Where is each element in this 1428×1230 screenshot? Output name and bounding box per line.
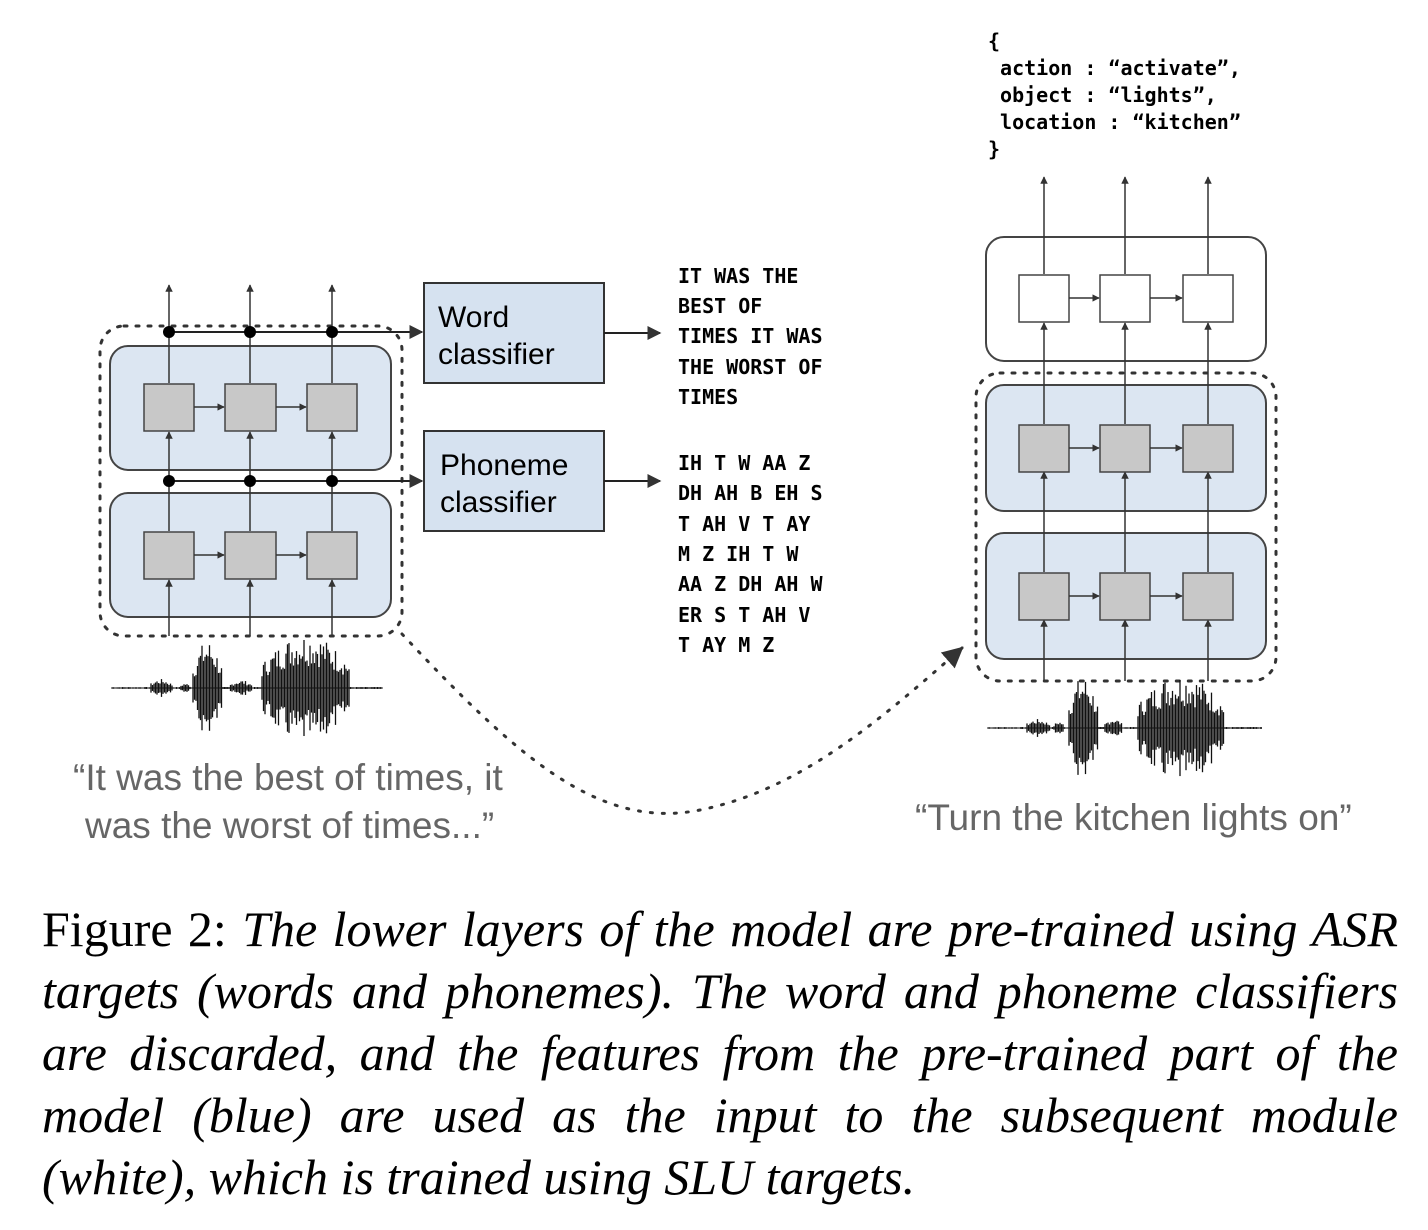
slu-target-line: location : “kitchen” <box>988 110 1241 134</box>
phoneme-classifier-line2: classifier <box>440 486 557 519</box>
left-pretrained-model <box>98 284 424 737</box>
cell <box>1018 572 1070 621</box>
cell <box>143 383 195 432</box>
slu-target-line: object : “lights”, <box>988 83 1217 107</box>
word-targets: IT WAS THE BEST OF TIMES IT WAS THE WORS… <box>678 264 823 409</box>
phoneme-classifier: Phoneme classifier <box>423 430 605 532</box>
cell <box>306 531 358 580</box>
right-audio-waveform <box>987 679 1262 777</box>
left-audio-waveform <box>111 639 383 737</box>
phoneme-target-line: ER S T AH V <box>678 603 810 627</box>
word-target-line: TIMES <box>678 385 738 409</box>
word-classifier-line2: classifier <box>438 338 555 371</box>
cell <box>1182 424 1234 473</box>
word-target-line: TIMES IT WAS <box>678 324 823 348</box>
cell <box>1018 424 1070 473</box>
phoneme-target-line: AA Z DH AH W <box>678 572 823 596</box>
cell <box>1099 572 1151 621</box>
left-utterance-line2: was the worst of times...” <box>84 805 494 846</box>
figure-caption: Figure 2: The lower layers of the model … <box>42 898 1398 1208</box>
word-target-line: THE WORST OF <box>678 355 823 379</box>
cell <box>143 531 195 580</box>
phoneme-classifier-line1: Phoneme <box>440 449 568 482</box>
cell <box>1099 424 1151 473</box>
cell <box>224 383 277 432</box>
phoneme-target-line: M Z IH T W <box>678 542 799 566</box>
transferred-dotted-boundary <box>974 371 1278 683</box>
cell <box>1018 274 1070 323</box>
right-utterance: “Turn the kitchen lights on” <box>915 797 1352 838</box>
cell <box>1182 572 1234 621</box>
cell <box>224 531 277 580</box>
right-slu-model <box>974 176 1278 777</box>
phoneme-target-line: T AH V T AY <box>678 512 810 536</box>
phoneme-target-line: IH T W AA Z <box>678 451 810 475</box>
slu-target-line: { <box>988 29 1000 53</box>
word-target-line: IT WAS THE <box>678 264 798 288</box>
caption-text: The lower layers of the model are pre-tr… <box>42 901 1398 1205</box>
word-classifier-line1: Word <box>438 301 509 334</box>
model-diagram: Word classifier Phoneme classifier IT WA… <box>73 29 1352 846</box>
cell <box>306 383 358 432</box>
transfer-arrow <box>400 632 964 815</box>
slu-target-line: action : “activate”, <box>988 56 1241 80</box>
cell <box>1182 274 1234 323</box>
word-classifier: Word classifier <box>423 282 605 384</box>
slu-target-line: } <box>988 137 1000 161</box>
slu-targets: { action : “activate”, object : “lights”… <box>988 29 1241 161</box>
caption-label: Figure 2: <box>42 901 227 957</box>
cell <box>1099 274 1151 323</box>
left-utterance-line1: “It was the best of times, it <box>73 757 503 798</box>
phoneme-targets: IH T W AA Z DH AH B EH S T AH V T AY M Z… <box>678 451 823 657</box>
phoneme-target-line: DH AH B EH S <box>678 481 823 505</box>
word-target-line: BEST OF <box>678 294 762 318</box>
phoneme-target-line: T AY M Z <box>678 633 774 657</box>
